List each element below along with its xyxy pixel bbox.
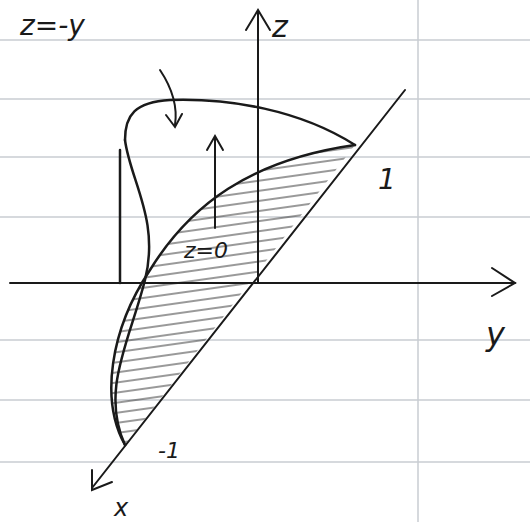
axis-label: x <box>114 496 128 520</box>
surface-label: z=-y <box>20 12 85 40</box>
surface <box>111 100 355 445</box>
plane-label: z=0 <box>184 240 228 262</box>
shaded-region <box>111 145 355 445</box>
tick-label: 1 <box>378 166 396 194</box>
axes <box>10 10 515 490</box>
axis-label: z <box>272 12 288 42</box>
axis-label: y <box>486 318 505 350</box>
tick-label: -1 <box>158 440 180 462</box>
leaders <box>160 70 223 228</box>
